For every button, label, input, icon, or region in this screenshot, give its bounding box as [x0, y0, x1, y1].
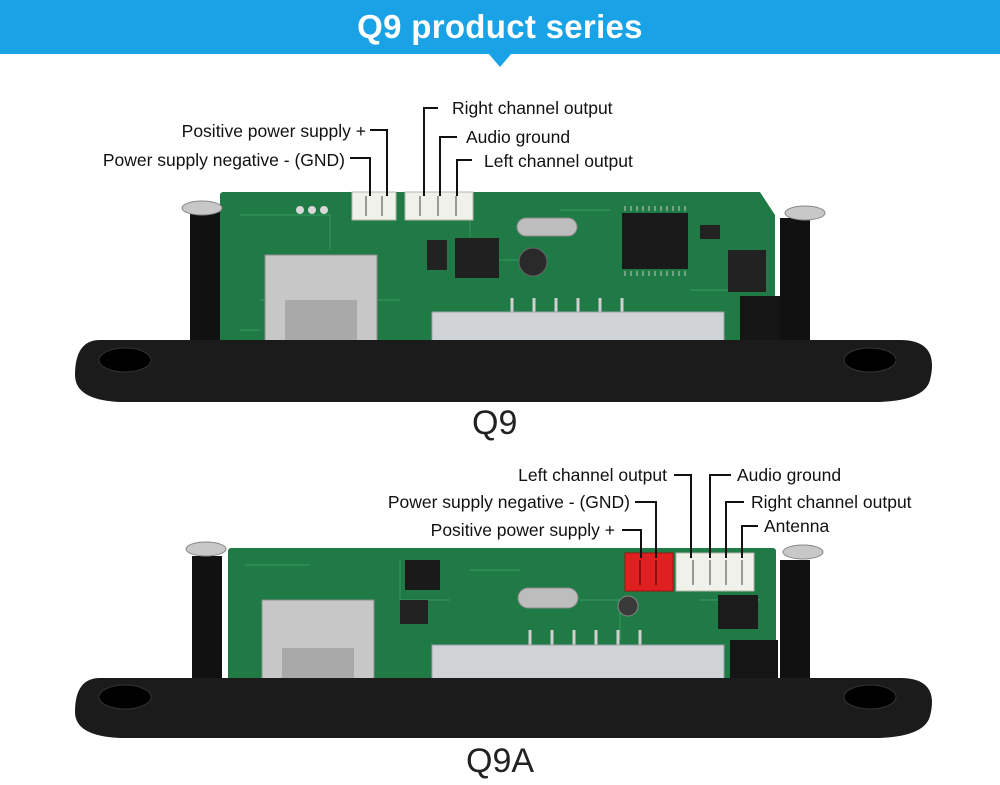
- label-q9a-antenna: Antenna: [764, 516, 830, 536]
- q9a-usb-port: [261, 599, 375, 706]
- label-q9a-positive-power: Positive power supply +: [430, 520, 615, 540]
- q9a-front-bezel: [75, 678, 932, 738]
- label-q9a-audio-ground: Audio ground: [737, 465, 842, 485]
- q9-front-bezel: [75, 340, 932, 402]
- q9-main-chip: [622, 213, 688, 269]
- label-q9-left-channel: Left channel output: [484, 151, 633, 171]
- label-q9-power-negative: Power supply negative - (GND): [102, 150, 345, 170]
- q9a-model-label: Q9A: [466, 742, 535, 780]
- q9a-white-connector: [675, 552, 755, 592]
- label-q9-positive-power: Positive power supply +: [181, 121, 366, 141]
- q9a-red-power-connector: [624, 552, 674, 592]
- q9a-display-module: [431, 644, 725, 708]
- q9-power-connector: [351, 191, 397, 221]
- label-q9-right-channel: Right channel output: [452, 98, 613, 118]
- label-q9a-power-negative: Power supply negative - (GND): [387, 492, 630, 512]
- page-title: Q9 product series: [357, 8, 643, 45]
- q9-board-photo: [75, 107, 932, 402]
- label-q9a-right-channel: Right channel output: [751, 492, 912, 512]
- header-banner: [0, 0, 1000, 54]
- q9-model-label: Q9: [472, 404, 518, 442]
- label-q9-audio-ground: Audio ground: [466, 127, 571, 147]
- label-q9a-left-channel: Left channel output: [518, 465, 667, 485]
- q9a-pcb: [228, 548, 776, 688]
- banner-pointer: [488, 53, 512, 67]
